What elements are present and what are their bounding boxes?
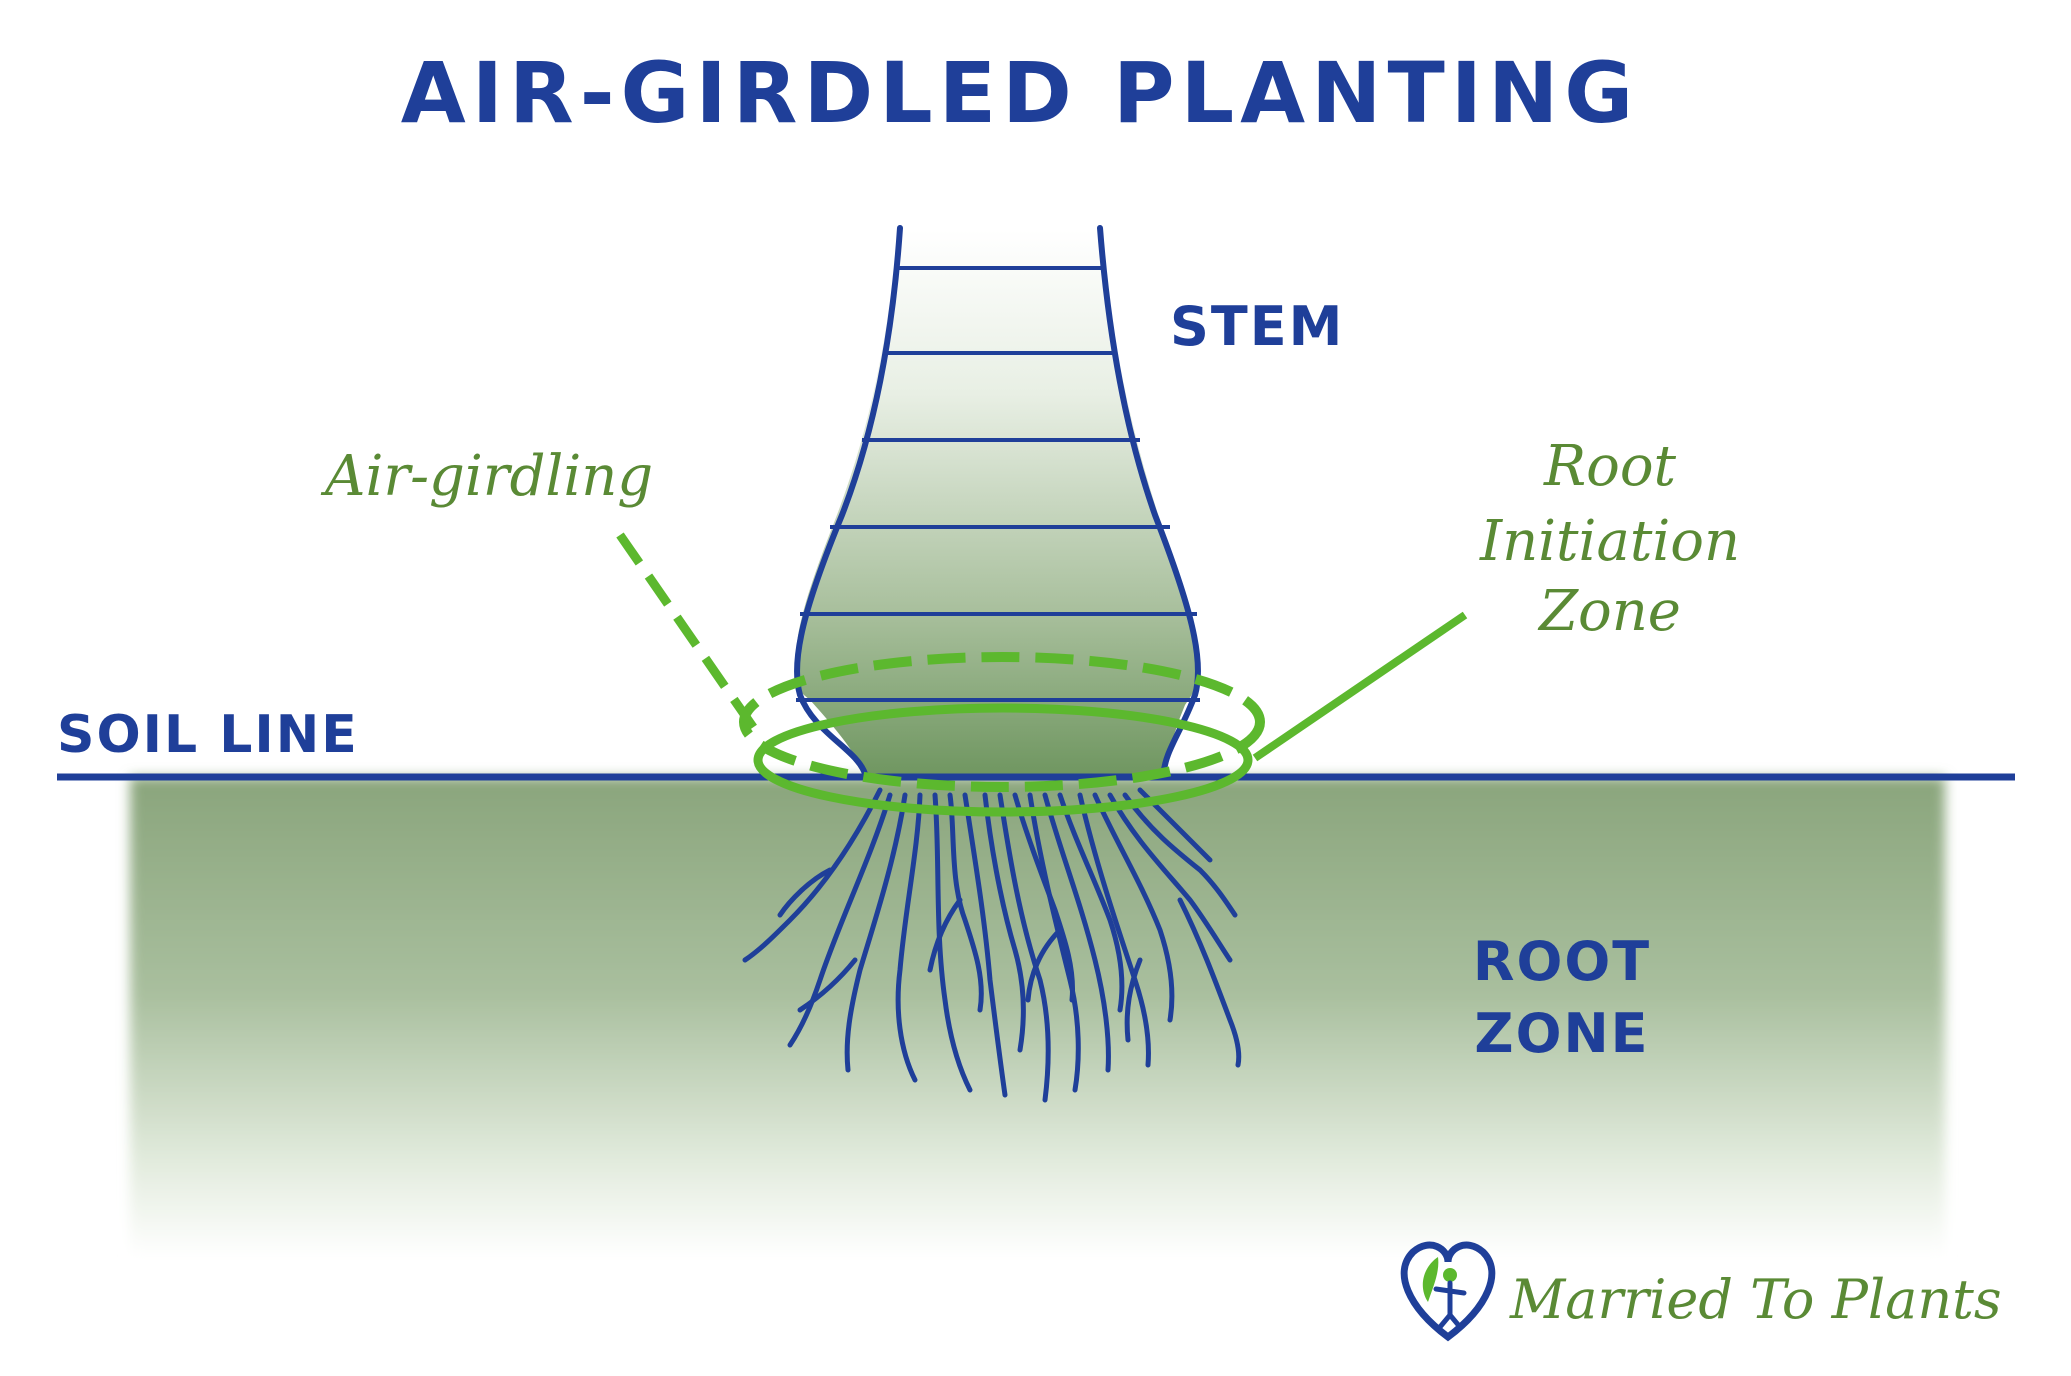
root-initiation-label-line1: Root xyxy=(1543,434,1677,499)
root-zone-label-line2: ZONE xyxy=(1474,1002,1649,1065)
stem-body xyxy=(795,230,1196,777)
roots xyxy=(742,787,1242,1103)
root-initiation-leader xyxy=(1252,611,1468,762)
stem-bands xyxy=(796,266,1200,702)
stem-label: STEM xyxy=(1170,295,1344,358)
heart-person-leaf-icon xyxy=(1400,1241,1496,1342)
air-girdling-leader xyxy=(616,532,766,743)
root-zone-label-line1: ROOT xyxy=(1473,930,1651,993)
brand-name: Married To Plants xyxy=(1509,1268,2002,1331)
air-girdling-label: Air-girdling xyxy=(320,444,653,509)
soil-line-label: SOIL LINE xyxy=(57,705,359,765)
page-title: AIR-GIRDLED PLANTING xyxy=(401,44,1640,142)
air-girdling-ring xyxy=(739,652,1265,792)
stem-outline-left xyxy=(793,225,903,780)
root-initiation-label-line2: Initiation xyxy=(1479,509,1740,574)
root-initiation-label-line3: Zone xyxy=(1537,579,1681,644)
root-initiation-ring xyxy=(753,703,1253,817)
